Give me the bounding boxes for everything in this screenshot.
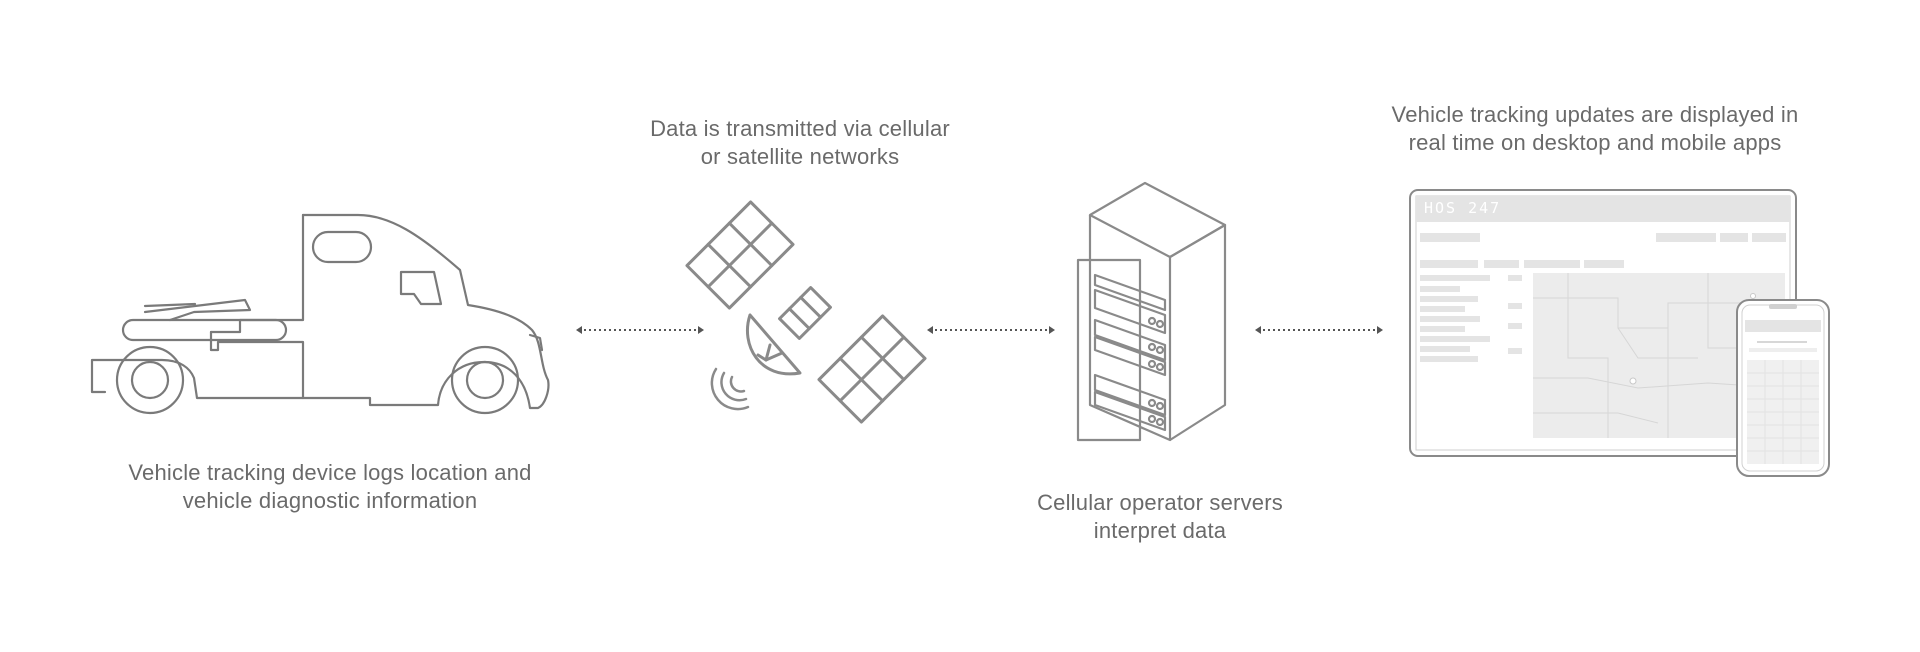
caption-apps-line2: real time on desktop and mobile apps bbox=[1408, 130, 1782, 155]
caption-satellite-line2: or satellite networks bbox=[700, 144, 900, 169]
caption-satellite: Data is transmitted via cellular or sate… bbox=[610, 115, 990, 171]
satellite-icon bbox=[685, 200, 927, 424]
arrow-truck-satellite bbox=[576, 326, 704, 334]
truck-icon bbox=[90, 213, 550, 415]
caption-truck-line1: Vehicle tracking device logs location an… bbox=[128, 460, 532, 485]
tablet-brand-label: HOS 247 bbox=[1424, 199, 1502, 217]
caption-truck: Vehicle tracking device logs location an… bbox=[100, 459, 560, 515]
tablet-app-mockup bbox=[1409, 189, 1797, 457]
arrow-satellite-server bbox=[927, 326, 1055, 334]
caption-server-line1: Cellular operator servers bbox=[1037, 490, 1283, 515]
arrow-server-apps bbox=[1255, 326, 1383, 334]
caption-satellite-line1: Data is transmitted via cellular bbox=[650, 116, 950, 141]
caption-apps: Vehicle tracking updates are displayed i… bbox=[1370, 101, 1820, 157]
caption-server-line2: interpret data bbox=[1093, 518, 1227, 543]
caption-server: Cellular operator servers interpret data bbox=[1015, 489, 1305, 545]
phone-app-mockup bbox=[1736, 299, 1830, 477]
caption-apps-line1: Vehicle tracking updates are displayed i… bbox=[1391, 102, 1799, 127]
server-rack-icon bbox=[1076, 181, 1227, 442]
caption-truck-line2: vehicle diagnostic information bbox=[182, 488, 478, 513]
